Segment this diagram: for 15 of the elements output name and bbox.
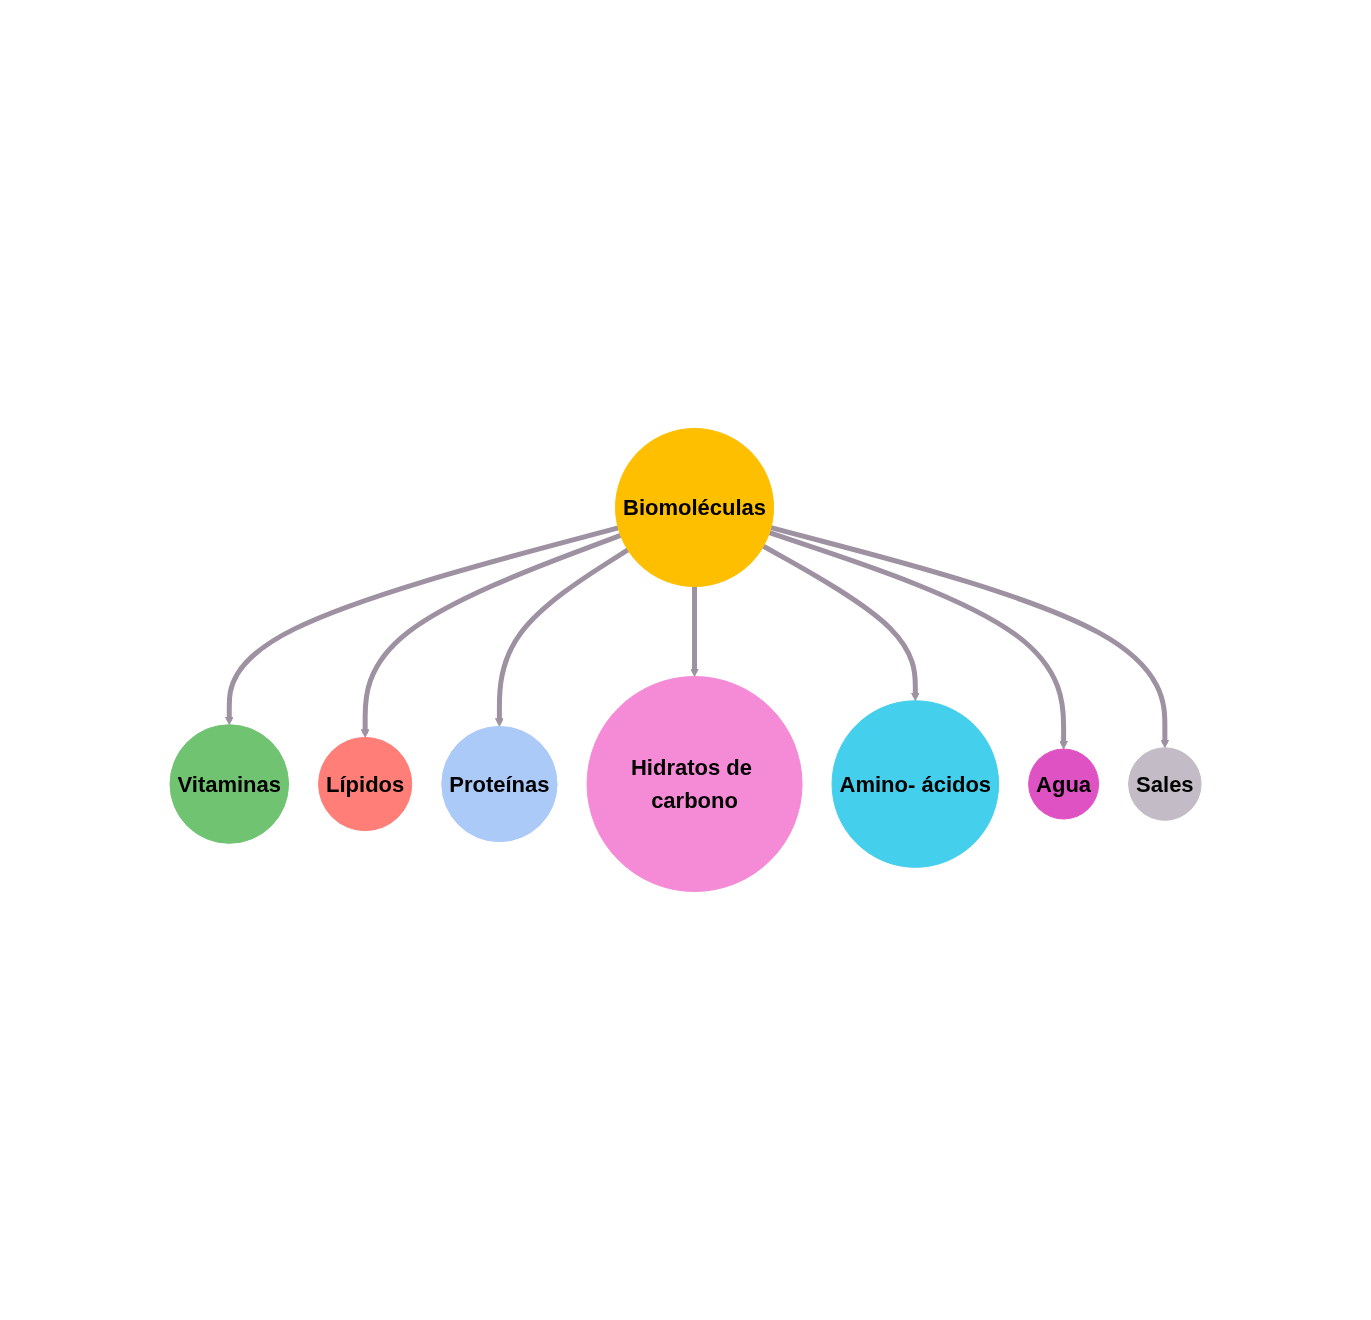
- arrow: [224, 525, 619, 726]
- node-circle: Vitaminas: [169, 724, 289, 844]
- arrow: [360, 533, 622, 738]
- arrow: [494, 547, 630, 727]
- node-circle: Amino- ácidos: [831, 700, 1000, 868]
- arrow: [762, 544, 920, 702]
- node-circle: Agua: [1028, 748, 1100, 820]
- node-circle: Hidratos de carbono: [586, 676, 803, 892]
- node-circle: Proteínas: [441, 725, 558, 843]
- arrow: [770, 525, 1170, 749]
- arrow: [690, 586, 699, 677]
- node-circle: Biomoléculas: [614, 428, 774, 587]
- node-circle: Sales: [1128, 747, 1202, 821]
- arrow: [768, 530, 1068, 750]
- node-circle: Lípidos: [318, 736, 413, 832]
